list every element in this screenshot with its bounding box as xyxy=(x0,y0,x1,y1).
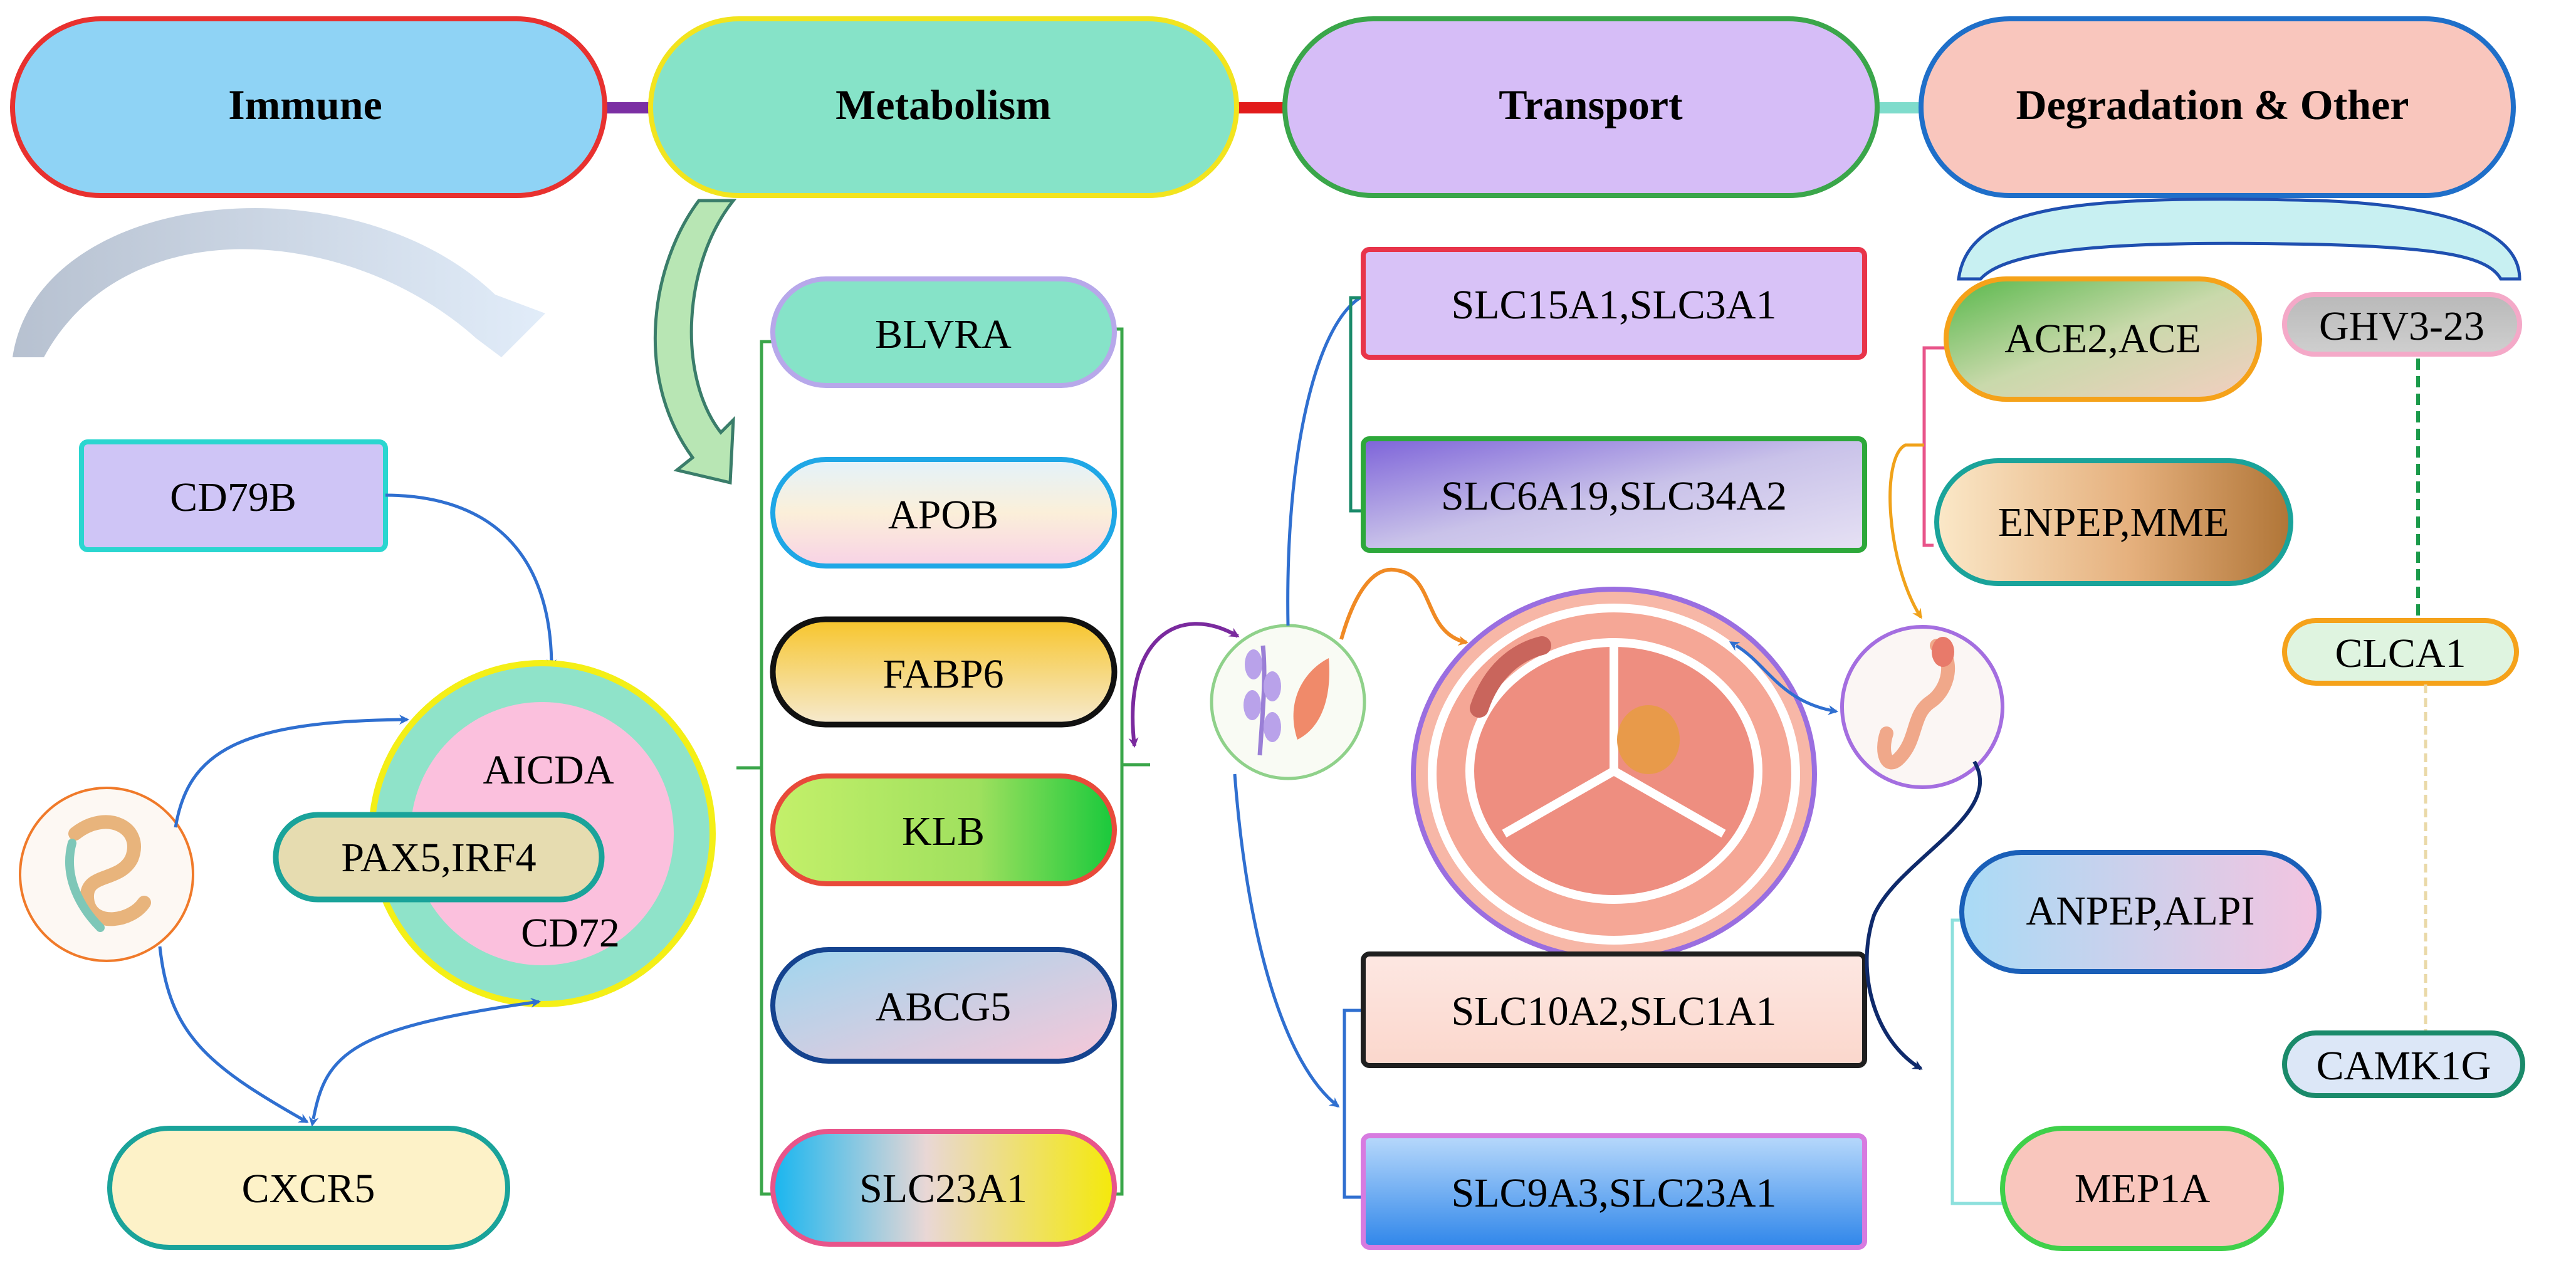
mep1a-label: MEP1A xyxy=(2075,1166,2211,1212)
category-metabolism-label: Metabolism xyxy=(835,81,1051,128)
ace2-ace-label: ACE2,ACE xyxy=(2004,316,2201,362)
connector-cxcr5-ring xyxy=(308,997,541,1127)
bracket-arc-icon xyxy=(1957,197,2521,281)
category-immune: Immune xyxy=(10,16,607,198)
gene-box-slc9a3-slc23a1: SLC9A3,SLC23A1 xyxy=(1361,1133,1867,1250)
gene-box-pax5-irf4: PAX5,IRF4 xyxy=(273,812,605,903)
category-transport-label: Transport xyxy=(1499,81,1683,128)
slc10a2-slc1a1-label: SLC10A2,SLC1A1 xyxy=(1452,988,1777,1034)
category-metabolism: Metabolism xyxy=(648,16,1239,198)
swoosh-arrow-icon xyxy=(13,207,545,357)
plant-icon xyxy=(1210,624,1366,780)
klb-label: KLB xyxy=(902,809,985,854)
intestine-cross-section-icon xyxy=(1411,587,1817,962)
category-degradation-label: Degradation & Other xyxy=(2016,81,2409,128)
connector-bracket-organ xyxy=(1888,443,1924,619)
connector-cd79b-ring xyxy=(385,493,557,669)
gene-box-enpep-mme: ENPEP,MME xyxy=(1934,458,2293,586)
slc15a1-slc3a1-label: SLC15A1,SLC3A1 xyxy=(1452,282,1777,328)
gene-box-slc6a19-slc34a2: SLC6A19,SLC34A2 xyxy=(1361,436,1867,553)
cd79b-label: CD79B xyxy=(170,474,296,520)
pax5-irf4-label: PAX5,IRF4 xyxy=(341,835,536,881)
connector-organ-degradation xyxy=(1865,760,1982,1071)
connector-plant-transport-top xyxy=(1286,296,1361,626)
metabolism-bracket-left xyxy=(760,340,774,1196)
gene-box-fabp6: FABP6 xyxy=(770,616,1118,728)
connector-icon-ring xyxy=(174,715,409,828)
connector-icon-cxcr5 xyxy=(158,946,309,1124)
connector-plant-metabolism xyxy=(1128,622,1240,748)
category-degradation-other: Degradation & Other xyxy=(1919,16,2516,198)
metabolism-bracket-right xyxy=(1113,327,1124,1196)
gene-box-klb: KLB xyxy=(770,773,1117,886)
gene-box-mep1a: MEP1A xyxy=(2000,1126,2284,1251)
gene-box-clca1: CLCA1 xyxy=(2282,618,2519,686)
category-immune-label: Immune xyxy=(228,81,382,128)
blvra-label: BLVRA xyxy=(875,312,1012,357)
transport-bracket-bottom xyxy=(1343,1009,1373,1199)
connector-plant-transport-bottom xyxy=(1233,773,1340,1108)
transport-bracket-top xyxy=(1349,296,1369,513)
gene-box-slc15a1-slc3a1: SLC15A1,SLC3A1 xyxy=(1361,247,1867,360)
gene-box-ace2-ace: ACE2,ACE xyxy=(1944,276,2262,402)
gene-box-apob: APOB xyxy=(770,457,1117,569)
connector-intestine-organ xyxy=(1729,641,1838,715)
anpep-alpi-label: ANPEP,ALPI xyxy=(2026,888,2255,934)
enpep-mme-label: ENPEP,MME xyxy=(1998,500,2229,545)
ghv3-23-label: GHV3-23 xyxy=(2319,303,2484,349)
apob-label: APOB xyxy=(888,492,998,538)
cd72-label: CD72 xyxy=(521,910,620,956)
gene-box-cxcr5: CXCR5 xyxy=(107,1126,510,1250)
gene-box-abcg5: ABCG5 xyxy=(770,947,1117,1064)
digestive-organ-icon xyxy=(1840,625,2004,789)
category-transport: Transport xyxy=(1282,16,1880,198)
slc23a1-label: SLC23A1 xyxy=(859,1166,1027,1212)
gene-box-anpep-alpi: ANPEP,ALPI xyxy=(1959,850,2322,974)
cxcr5-label: CXCR5 xyxy=(242,1166,375,1212)
slc6a19-slc34a2-label: SLC6A19,SLC34A2 xyxy=(1441,473,1787,519)
gene-box-blvra: BLVRA xyxy=(770,276,1117,388)
gene-box-slc23a1: SLC23A1 xyxy=(770,1129,1117,1247)
clca1-label: CLCA1 xyxy=(2335,631,2466,676)
curved-arrow-icon xyxy=(653,199,737,485)
gene-box-camk1g: CAMK1G xyxy=(2282,1030,2525,1098)
fabp6-label: FABP6 xyxy=(882,651,1003,697)
gene-box-ghv3-23: GHV3-23 xyxy=(2282,292,2522,357)
intestine-icon xyxy=(19,787,194,962)
abcg5-label: ABCG5 xyxy=(876,984,1011,1030)
gene-box-cd79b: CD79B xyxy=(79,439,388,552)
gene-box-slc10a2-slc1a1: SLC10A2,SLC1A1 xyxy=(1361,951,1867,1068)
connector-plant-intestine xyxy=(1339,567,1469,646)
slc9a3-slc23a1-label: SLC9A3,SLC23A1 xyxy=(1452,1170,1777,1216)
camk1g-label: CAMK1G xyxy=(2317,1043,2491,1089)
aicda-label: AICDA xyxy=(483,747,614,793)
